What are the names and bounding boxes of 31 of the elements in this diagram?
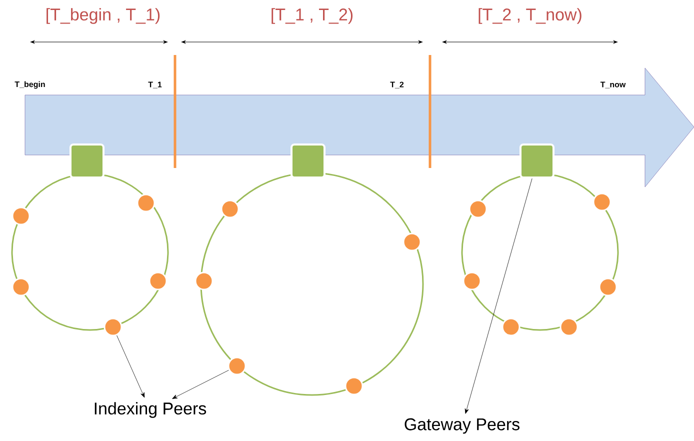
peer-dot bbox=[598, 278, 618, 296]
interval-label: [T_1 , T_2) bbox=[272, 8, 352, 24]
peer-dot bbox=[228, 356, 246, 376]
peer-dot bbox=[462, 272, 482, 290]
time-label: T_1 bbox=[148, 82, 162, 88]
peer-label: Indexing Peers bbox=[94, 402, 206, 418]
interval-label: [T_2 , T_now) bbox=[478, 8, 582, 24]
peer-label: Gateway Peers bbox=[404, 418, 520, 434]
peer-dot bbox=[104, 318, 122, 336]
gateway-square bbox=[290, 144, 326, 178]
leader-line bbox=[464, 178, 532, 414]
peer-dot bbox=[344, 376, 364, 396]
peer-dot bbox=[592, 192, 612, 212]
peer-dot bbox=[402, 232, 422, 252]
peer-dot bbox=[148, 272, 168, 290]
time-label: T_begin bbox=[14, 81, 45, 89]
time-label: T_2 bbox=[390, 82, 404, 88]
peer-dot bbox=[12, 206, 30, 226]
peer-dot bbox=[468, 200, 488, 218]
peer-dot bbox=[12, 278, 30, 296]
time-label: T_now bbox=[600, 82, 626, 88]
leader-line bbox=[116, 335, 145, 398]
leader-line bbox=[172, 370, 229, 399]
interval-label: [T_begin , T_1) bbox=[46, 8, 160, 24]
peer-dot bbox=[136, 194, 156, 212]
peer-dot bbox=[220, 200, 240, 218]
peer-dot bbox=[194, 272, 214, 290]
peer-dot bbox=[502, 318, 520, 336]
gateway-square bbox=[520, 144, 554, 178]
peer-dot bbox=[560, 318, 578, 336]
gateway-square bbox=[70, 144, 104, 178]
